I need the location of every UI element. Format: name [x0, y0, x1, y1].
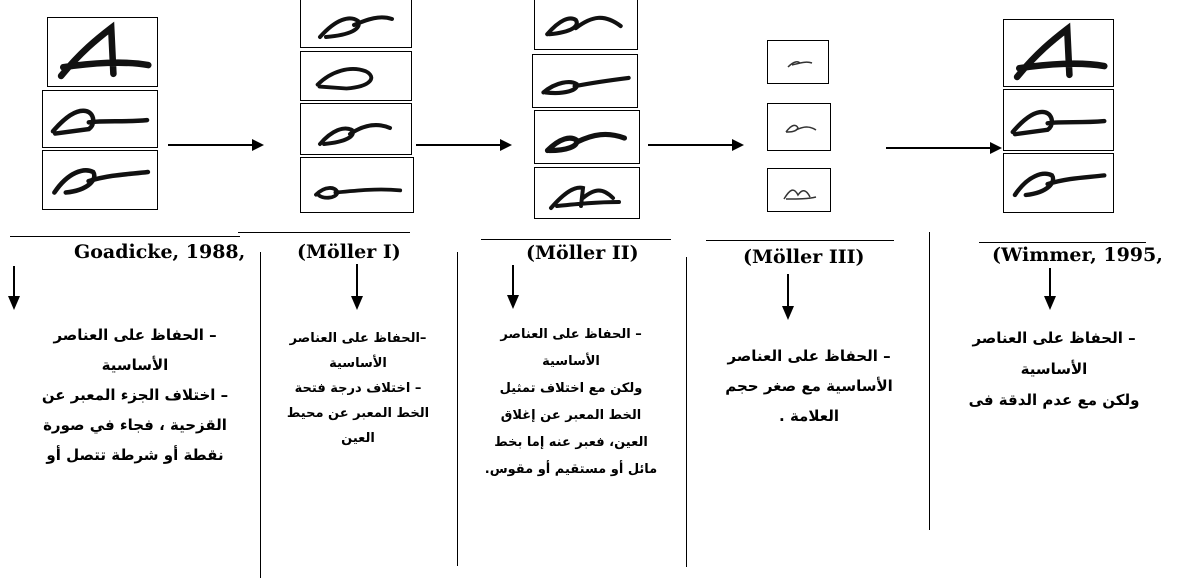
glyph-box-goadicke-2 [42, 90, 158, 148]
eye-glyph-sign [318, 123, 392, 146]
column-divider [457, 252, 458, 566]
glyph-box-wimmer-3 [1003, 153, 1114, 213]
description-line: ولكن مع اختلاف تمثيل [499, 381, 643, 396]
source-label-goadicke: Goadicke, 1988, [74, 241, 246, 263]
down-arrow-icon [1044, 268, 1056, 310]
description-line: مائل أو مستقيم أو مقوس. [484, 462, 658, 477]
eye-glyph-sign [1010, 109, 1107, 137]
glyph-box-moller3-2 [767, 103, 831, 151]
description-line: – الحفاظ على العناصر [53, 326, 217, 344]
glyph-box-moller2-1 [534, 0, 638, 50]
right-arrow-icon [648, 139, 744, 151]
glyph-box-moller1-3 [300, 103, 412, 155]
eye-glyph-sign [315, 67, 374, 91]
eye-glyph-sign [787, 61, 813, 68]
description-wimmer: – الحفاظ على العناصر الأساسية ولكن مع عد… [936, 323, 1172, 416]
separator-line [238, 232, 410, 233]
description-line: – اختلاف درجة فتحة [294, 381, 422, 396]
down-arrow-icon [351, 264, 363, 310]
glyph-box-moller2-3 [534, 110, 640, 164]
description-line: – اختلاف الجزء المعبر عن [41, 386, 229, 404]
glyph-box-moller3-1 [767, 40, 829, 84]
eye-glyph-sign [785, 124, 817, 133]
eye-glyph-sign [318, 15, 394, 39]
source-label-moller3: (Möller III) [743, 246, 865, 268]
description-line: – الحفاظ على العناصر [500, 327, 642, 342]
description-goadicke: – الحفاظ على العناصر الأساسية – اختلاف ا… [16, 320, 254, 470]
glyph-box-moller2-2 [532, 54, 638, 108]
description-moller3: – الحفاظ على العناصر الأساسية مع صغر حجم… [694, 341, 924, 431]
eye-glyph-sign [545, 15, 623, 37]
hieratic-glyph-sign [1013, 22, 1108, 81]
separator-line [706, 240, 894, 241]
column-divider [260, 252, 261, 578]
description-line: العين، فعبر عنه إما بخط [494, 435, 648, 450]
description-line: الخط المعبر عن محيط [286, 406, 430, 421]
description-line: الأساسية [329, 356, 387, 371]
description-line: الأساسية مع صغر حجم [725, 377, 893, 395]
description-moller1: –الحفاظ على العناصر الأساسية – اختلاف در… [268, 326, 448, 478]
eye-glyph-sign [314, 186, 403, 200]
eye-glyph-sign [541, 75, 631, 96]
description-moller2: – الحفاظ على العناصر الأساسية ولكن مع اخ… [462, 321, 680, 483]
description-line: العين [341, 431, 375, 446]
source-label-wimmer: (Wimmer, 1995, [992, 244, 1163, 266]
glyph-box-moller2-4 [534, 167, 640, 219]
description-line: الأساسية [101, 356, 169, 374]
description-line: – الحفاظ على العناصر [972, 329, 1136, 347]
description-line: –الحفاظ على العناصر [289, 331, 427, 346]
description-line: القزحية ، فجاء في صورة [43, 416, 227, 434]
description-line: الأساسية [542, 354, 600, 369]
column-divider [929, 232, 930, 530]
description-line: الأساسية [1020, 360, 1088, 378]
down-arrow-icon [8, 266, 20, 310]
separator-line [10, 236, 240, 237]
right-arrow-icon [168, 139, 264, 151]
glyph-box-moller1-4 [300, 157, 414, 213]
separator-line [481, 239, 671, 240]
description-line: العلامة . [779, 407, 839, 425]
eye-glyph-sign [52, 168, 151, 195]
right-arrow-icon [886, 142, 1002, 154]
right-arrow-icon [416, 139, 512, 151]
glyph-box-moller3-3 [767, 168, 831, 212]
down-arrow-icon [782, 274, 794, 320]
description-line: – الحفاظ على العناصر [727, 347, 891, 365]
glyph-box-moller1-1 [300, 0, 412, 48]
glyph-box-wimmer-2 [1003, 89, 1114, 151]
down-arrow-icon [507, 265, 519, 309]
eye-glyph-sign [1012, 171, 1107, 198]
separator-line [979, 242, 1146, 243]
eye-glyph-sign [549, 185, 621, 210]
glyph-box-moller1-2 [300, 51, 412, 101]
eye-glyph-sign [50, 108, 150, 136]
glyph-box-goadicke-3 [42, 150, 158, 210]
hieratic-glyph-sign [57, 21, 152, 80]
description-line: ولكن مع عدم الدقة فى [968, 391, 1140, 409]
column-divider [686, 257, 687, 567]
eye-glyph-sign [544, 131, 628, 154]
source-label-moller2: (Möller II) [526, 242, 639, 264]
glyph-box-wimmer-1 [1003, 19, 1114, 87]
description-line: الخط المعبر عن إغلاق [500, 408, 642, 423]
glyph-box-goadicke-1 [47, 17, 158, 87]
source-label-moller1: (Möller I) [297, 241, 401, 263]
description-line: نقطة أو شرطة تتصل أو [46, 446, 224, 464]
eye-glyph-sign [783, 189, 817, 200]
